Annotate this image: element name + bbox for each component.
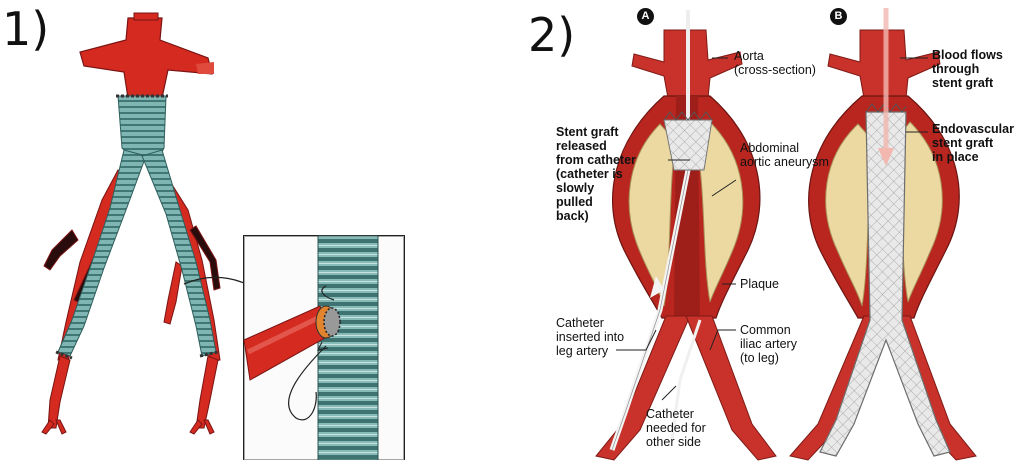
- label-aorta: Aorta(cross-section): [734, 49, 816, 77]
- panel-2-number: 2): [528, 8, 576, 62]
- aortic-branches: [79, 12, 214, 99]
- panel-1-number: 1): [2, 2, 50, 56]
- zoom-inset: [243, 235, 405, 460]
- label-plaque: Plaque: [740, 277, 779, 291]
- view-a-illustration: [595, 10, 777, 461]
- bifurcated-graft: [55, 94, 219, 360]
- view-a-badge: A: [637, 8, 654, 25]
- view-b-illustration: [789, 8, 977, 461]
- view-b-badge: B: [830, 8, 847, 25]
- panel-2-illustration: [595, 8, 977, 461]
- label-leader-lines: [616, 57, 928, 401]
- panel-1-illustration: [41, 12, 405, 460]
